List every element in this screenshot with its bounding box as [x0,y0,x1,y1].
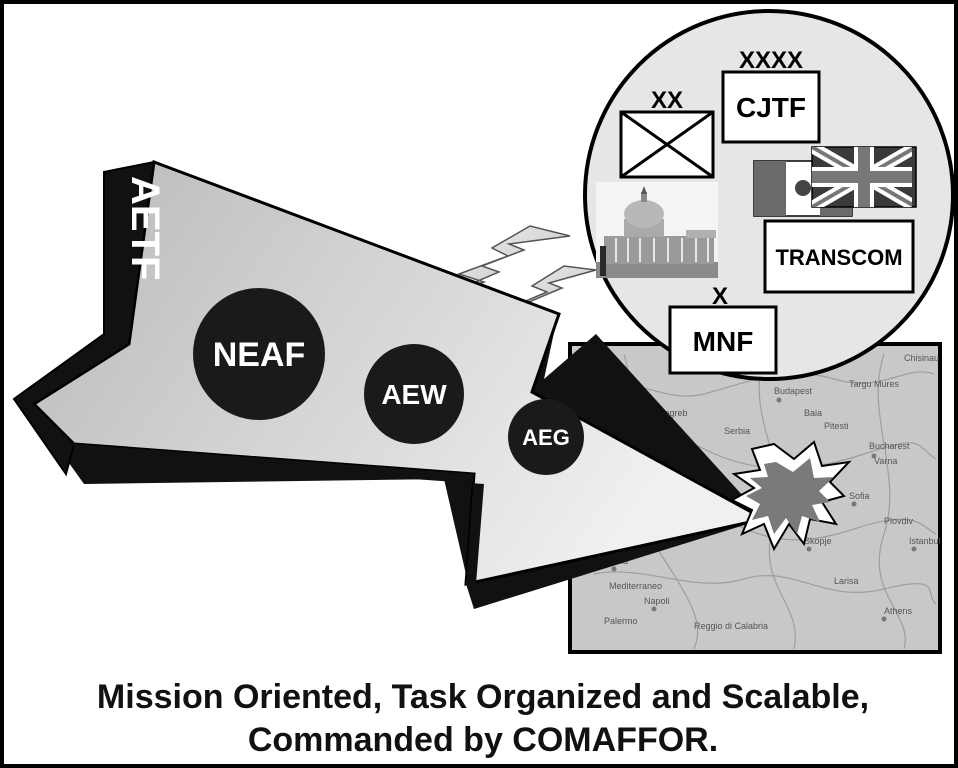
svg-text:Istanbul: Istanbul [909,536,941,546]
svg-text:Varna: Varna [874,456,897,466]
cjtf-label: CJTF [736,92,806,123]
mnf-unit-symbol: X MNF [668,283,778,375]
cjtf-unit-symbol: XXXX CJTF [721,47,821,144]
explosion-icon [729,440,852,552]
svg-text:Larisa: Larisa [834,576,859,586]
caption-line-2: Commanded by COMAFFOR. [247,721,719,759]
uk-flag-icon [811,146,917,208]
mnf-label: MNF [693,326,754,357]
circle-aew: AEW [364,344,464,444]
caption-line-1: Mission Oriented, Task Organized and Sca… [96,678,870,716]
svg-text:Plovdiv: Plovdiv [884,516,914,526]
transcom-box: TRANSCOM [763,219,915,294]
circle-aeg: AEG [508,399,584,475]
svg-text:Sofia: Sofia [849,491,870,501]
svg-text:Reggio di Calabria: Reggio di Calabria [694,621,768,631]
svg-text:Targu Mures: Targu Mures [849,379,900,389]
aetf-label: AETF [123,176,167,280]
division-unit-symbol: XX [619,87,715,179]
svg-text:Napoli: Napoli [644,596,670,606]
caption: Mission Oriented, Task Organized and Sca… [4,676,954,762]
svg-text:Chisinau: Chisinau [904,353,939,363]
circle-neaf: NEAF [193,288,325,420]
svg-text:Mediterraneo: Mediterraneo [609,581,662,591]
svg-text:Baia: Baia [804,408,822,418]
capitol-building-image [596,182,718,278]
svg-text:Serbia: Serbia [724,426,750,436]
mnf-echelon-label: X [712,283,728,310]
svg-text:Palermo: Palermo [604,616,638,626]
circle-aew-label: AEW [381,379,447,410]
circle-aeg-label: AEG [522,425,570,450]
circle-neaf-label: NEAF [213,336,306,374]
cjtf-echelon-label: XXXX [739,47,803,74]
svg-text:Zagreb: Zagreb [659,408,688,418]
svg-text:Athens: Athens [884,606,913,616]
svg-text:Budapest: Budapest [774,386,813,396]
svg-text:Bucharest: Bucharest [869,441,910,451]
svg-text:Pitesti: Pitesti [824,421,849,431]
transcom-label: TRANSCOM [775,245,902,270]
division-echelon-label: XX [651,87,683,114]
svg-text:Skopje: Skopje [804,536,832,546]
